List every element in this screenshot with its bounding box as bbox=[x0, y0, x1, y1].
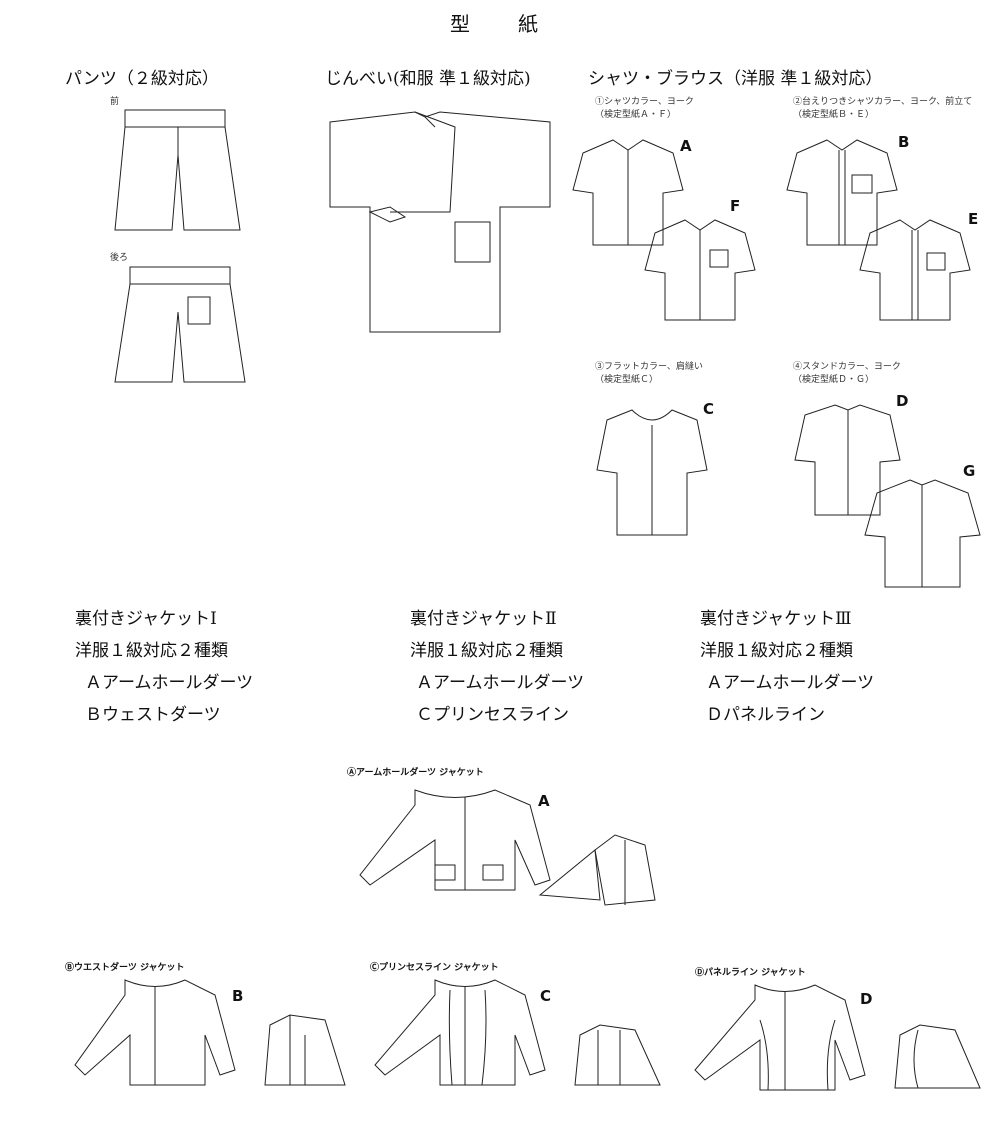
jacket-c-drawing bbox=[374, 979, 661, 1086]
jacket-d-caption: Ⓓパネルライン ジャケット bbox=[695, 968, 806, 978]
page-title: 型 紙 bbox=[450, 12, 552, 36]
pants-front-drawing bbox=[114, 109, 241, 231]
shirt-caption-2: ②台えりつきシャツカラー、ヨーク、前立て（検定型紙Ｂ・Ｅ） bbox=[793, 97, 973, 120]
shirt-label-c: C bbox=[703, 400, 715, 418]
shirt-caption-1: ①シャツカラー、ヨーク（検定型紙Ａ・Ｆ） bbox=[595, 97, 694, 120]
pants-front-label: 前 bbox=[110, 97, 120, 107]
shirt-c-drawing bbox=[596, 409, 708, 536]
jacket-a-label: A bbox=[538, 792, 550, 810]
shirt-label-e: E bbox=[968, 210, 979, 228]
pants-back-label: 後ろ bbox=[110, 253, 129, 263]
jacket-a-drawing bbox=[359, 789, 656, 906]
jacket-b-drawing bbox=[74, 979, 346, 1086]
jacket-c-caption: Ⓒプリンセスライン ジャケット bbox=[370, 963, 499, 973]
jinbei-heading: じんべい(和服 準１級対応) bbox=[325, 69, 531, 89]
shirt-b-drawing bbox=[786, 139, 898, 246]
shirt-label-d: D bbox=[896, 392, 909, 410]
jinbei-drawing bbox=[329, 111, 551, 333]
pants-heading: パンツ（２級対応） bbox=[65, 69, 219, 89]
shirt-caption-4: ④スタンドカラー、ヨーク（検定型紙Ｄ・Ｇ） bbox=[793, 362, 901, 385]
shirt-label-g: G bbox=[963, 462, 976, 480]
shirt-caption-3: ③フラットカラー、肩縫い（検定型紙Ｃ） bbox=[595, 362, 703, 385]
shirt-a-drawing bbox=[572, 139, 684, 246]
jacket-d-label: D bbox=[860, 990, 873, 1008]
shirt-label-b: B bbox=[898, 133, 910, 151]
shirts-heading: シャツ・ブラウス（洋服 準１級対応） bbox=[588, 69, 883, 89]
jacket-b-caption: Ⓑウエストダーツ ジャケット bbox=[65, 963, 185, 973]
shirt-f-drawing bbox=[644, 219, 756, 321]
jacket-a-caption: Ⓐアームホールダーツ ジャケット bbox=[347, 768, 484, 778]
shirt-d-drawing bbox=[794, 404, 901, 516]
jacket-b-label: B bbox=[232, 987, 244, 1005]
shirt-e-drawing bbox=[859, 219, 971, 321]
jacket-d-drawing bbox=[694, 984, 981, 1091]
shirt-g-drawing bbox=[864, 479, 981, 588]
shirt-label-f: F bbox=[730, 197, 741, 215]
jacket-c-label: C bbox=[540, 987, 552, 1005]
pants-back-drawing bbox=[114, 266, 246, 383]
shirt-label-a: A bbox=[680, 137, 692, 155]
